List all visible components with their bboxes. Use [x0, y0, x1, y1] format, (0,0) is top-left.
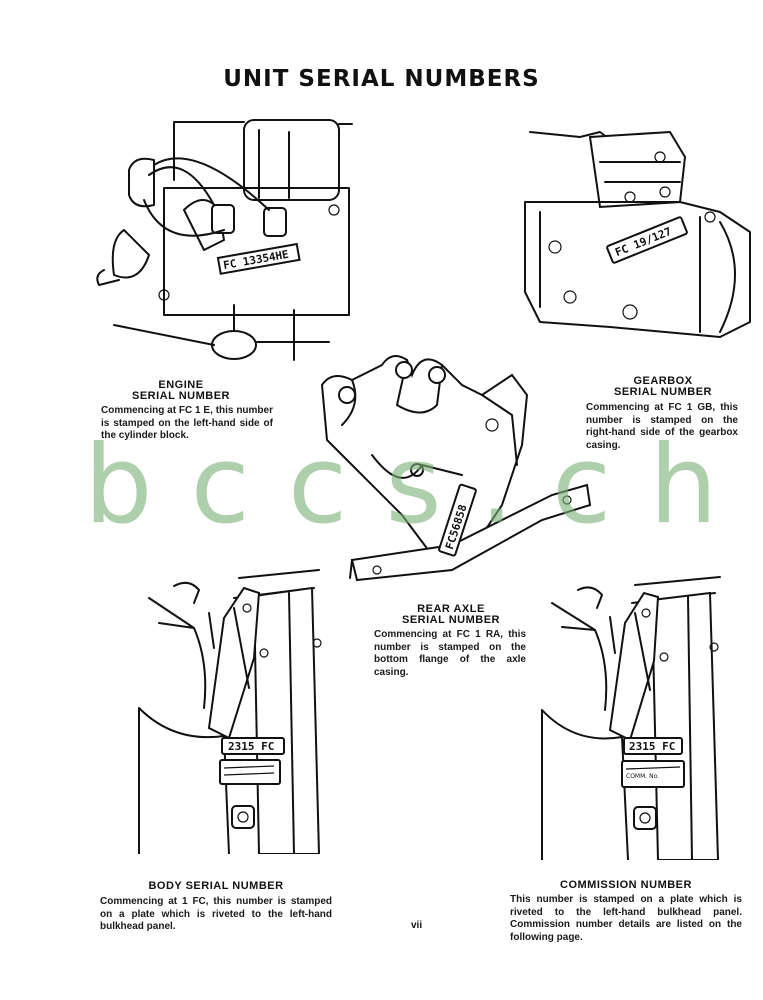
engine-heading-line1: ENGINE [158, 379, 204, 391]
commission-plate-illustration: 2315 FC COMM. No. [540, 575, 725, 860]
commission-heading: COMMISSION NUMBER [560, 879, 692, 891]
gearbox-description: Commencing at FC 1 GB, this number is st… [586, 402, 738, 451]
body-serial-plate: 2315 FC [228, 740, 274, 753]
engine-description: Commencing at FC 1 E, this number is sta… [101, 405, 273, 441]
engine-heading-line2: SERIAL NUMBER [132, 390, 230, 402]
gearbox-heading-line2: SERIAL NUMBER [614, 386, 712, 398]
gearbox-illustration: FC 19/127 [520, 122, 756, 344]
rear-axle-description: Commencing at FC 1 RA, this number is st… [374, 629, 526, 678]
rear-axle-illustration: FC56858 [312, 345, 594, 585]
rear-axle-heading: REAR AXLE SERIAL NUMBER [374, 604, 528, 626]
body-description: Commencing at 1 FC, this number is stamp… [100, 896, 332, 932]
rear-axle-heading-line2: SERIAL NUMBER [402, 614, 500, 626]
engine-heading: ENGINE SERIAL NUMBER [101, 380, 261, 402]
gearbox-heading: GEARBOX SERIAL NUMBER [586, 376, 740, 398]
rear-axle-heading-line1: REAR AXLE [417, 603, 485, 615]
commission-description: This number is stamped on a plate which … [510, 894, 742, 943]
commission-body-plate: 2315 FC [629, 740, 675, 753]
commission-plate-caption: COMM. No. [626, 773, 659, 780]
page-title: UNIT SERIAL NUMBERS [223, 66, 540, 92]
body-heading: BODY SERIAL NUMBER [148, 880, 284, 892]
gearbox-heading-line1: GEARBOX [633, 375, 693, 387]
engine-illustration: FC 13354HE [94, 110, 356, 372]
page-number: vii [411, 920, 423, 931]
watermark: bccs.ch [84, 423, 756, 548]
body-plate-illustration: 2315 FC [134, 568, 328, 854]
